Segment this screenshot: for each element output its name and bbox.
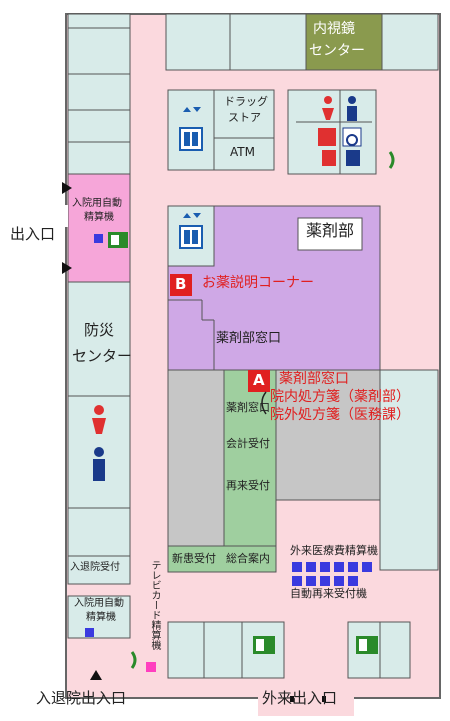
new-patient-label: 新患受付 bbox=[172, 552, 216, 565]
marker-b-letter: B bbox=[175, 275, 187, 293]
elevator-icon bbox=[179, 213, 203, 249]
toilet-women-icon bbox=[92, 405, 106, 434]
room-bottom-1 bbox=[167, 621, 243, 679]
endoscopy-label-line2: センター bbox=[309, 43, 365, 59]
drugstore-label-line2: ストア bbox=[228, 111, 261, 124]
endoscopy-center bbox=[305, 13, 383, 71]
info-counter bbox=[167, 545, 277, 573]
marker-b bbox=[170, 274, 192, 296]
a-line-3: 院外処方箋（医務課） bbox=[270, 407, 410, 423]
general-info-label: 総合案内 bbox=[226, 552, 270, 565]
disaster-center-room bbox=[67, 281, 131, 397]
a-line-1: 薬剤部窓口 bbox=[279, 371, 349, 387]
auto-revisit-machine-label: 自動再来受付機 bbox=[290, 587, 367, 600]
admission-machine-bottom-line1: 入院用自動 bbox=[74, 598, 124, 609]
marker-a-letter: A bbox=[253, 371, 265, 389]
b-title: お薬説明コーナー bbox=[202, 275, 314, 291]
toilet-men-icon bbox=[346, 150, 360, 166]
toilet-women-icon bbox=[322, 96, 334, 120]
exit-sign-icon bbox=[253, 636, 275, 654]
arrow-icon bbox=[90, 670, 102, 680]
gray-area-right bbox=[275, 369, 381, 501]
admission-machine-zone bbox=[67, 173, 131, 283]
a-line-2: 院内処方箋（薬剤部） bbox=[270, 389, 410, 405]
endoscopy-label-line1: 内視鏡 bbox=[313, 21, 355, 37]
drugstore-label-line1: ドラッグ bbox=[224, 95, 268, 108]
room-left-top bbox=[67, 13, 131, 175]
back-office-gray bbox=[167, 369, 225, 547]
outpatient-entrance-area bbox=[258, 680, 354, 716]
left-entrance-gap bbox=[60, 205, 68, 227]
admission-machine-bottom-line2: 精算機 bbox=[86, 612, 116, 623]
exit-sign-icon bbox=[356, 636, 378, 654]
atm-label: ATM bbox=[230, 145, 255, 159]
exit-sign-icon bbox=[108, 232, 128, 248]
outpatient-entrance-label: 外来出入口 bbox=[262, 689, 338, 707]
admission-machine-top-line1: 入院用自動 bbox=[72, 198, 122, 209]
machine-icon bbox=[85, 628, 94, 637]
outpatient-machines bbox=[292, 562, 372, 586]
counter-accounting: 会計受付 bbox=[226, 437, 270, 450]
toilet-men-icon bbox=[347, 96, 357, 121]
disaster-center-line2: センター bbox=[72, 347, 133, 365]
room-top-right bbox=[381, 13, 439, 71]
baby-icon bbox=[322, 150, 336, 166]
discharge-desk-room bbox=[67, 555, 131, 585]
baby-icon bbox=[318, 128, 336, 146]
discharge-desk-label: 入退院受付 bbox=[70, 562, 120, 573]
tv-card-machine bbox=[146, 662, 156, 672]
counter-revisit: 再来受付 bbox=[226, 479, 270, 492]
machine-icon bbox=[94, 234, 103, 243]
phone-icon bbox=[388, 151, 395, 169]
marker-a bbox=[248, 370, 270, 392]
reception-counter bbox=[223, 369, 277, 547]
pharmacy-label: 薬剤部 bbox=[306, 221, 355, 240]
arrow-icon bbox=[62, 182, 72, 194]
room-top-row bbox=[165, 13, 307, 71]
discharge-entrance-label: 入退院出入口 bbox=[36, 689, 127, 707]
elevator-icon bbox=[179, 107, 203, 151]
drugstore-room bbox=[213, 89, 275, 171]
left-entrance-label: 出入口 bbox=[10, 225, 56, 243]
phone-icon bbox=[130, 651, 137, 669]
pharmacy-label-box bbox=[297, 217, 363, 251]
wheelchair-icon bbox=[342, 127, 362, 147]
toilet-men-icon bbox=[93, 447, 105, 481]
room-right-bottom bbox=[379, 369, 439, 571]
disaster-center-line1: 防災 bbox=[84, 321, 115, 339]
admission-machine-top-line2: 精算機 bbox=[84, 212, 114, 223]
arrow-icon bbox=[62, 262, 72, 274]
counter-pharmacy-window: 薬剤窓口 bbox=[226, 401, 270, 414]
admission-machine-room-bottom bbox=[67, 595, 131, 639]
pharmacy-window-label: 薬剤部窓口 bbox=[216, 331, 282, 346]
outpatient-machine-label: 外来医療費精算機 bbox=[290, 544, 378, 557]
tv-card-label: テレビカード精算機 bbox=[149, 560, 160, 650]
